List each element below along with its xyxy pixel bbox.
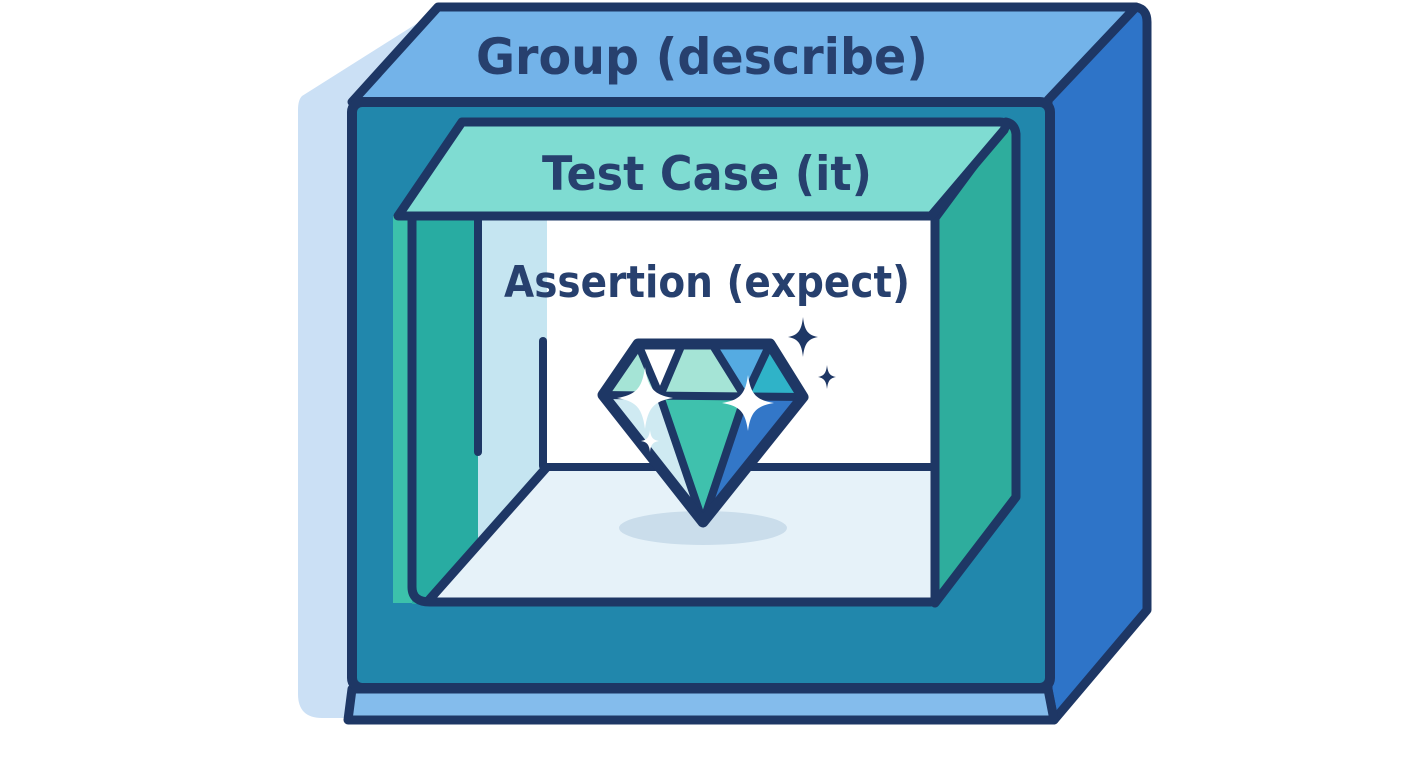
diamond-facet-green: [660, 396, 745, 522]
floor-left-diagonal: [424, 463, 551, 605]
left-wall-lip: [393, 216, 412, 603]
gem-floor-shadow: [619, 511, 787, 545]
test-case-banner: [393, 117, 1010, 221]
opening-left-and-floor-front-line: [407, 212, 936, 607]
group-box-bottom-face: [343, 684, 1059, 725]
assertion-label: Assertion (expect): [504, 257, 910, 308]
test-case-label: Test Case (it): [542, 147, 872, 202]
diamond-outline: [597, 338, 809, 528]
group-box-right-face: [1043, 2, 1152, 725]
group-box-label: Group (describe): [476, 28, 928, 86]
diamond-facet-sky: [712, 344, 770, 397]
diamond-icon: [597, 338, 809, 528]
diamond-facet-mint-center: [660, 344, 745, 397]
left-wall: [412, 216, 478, 604]
